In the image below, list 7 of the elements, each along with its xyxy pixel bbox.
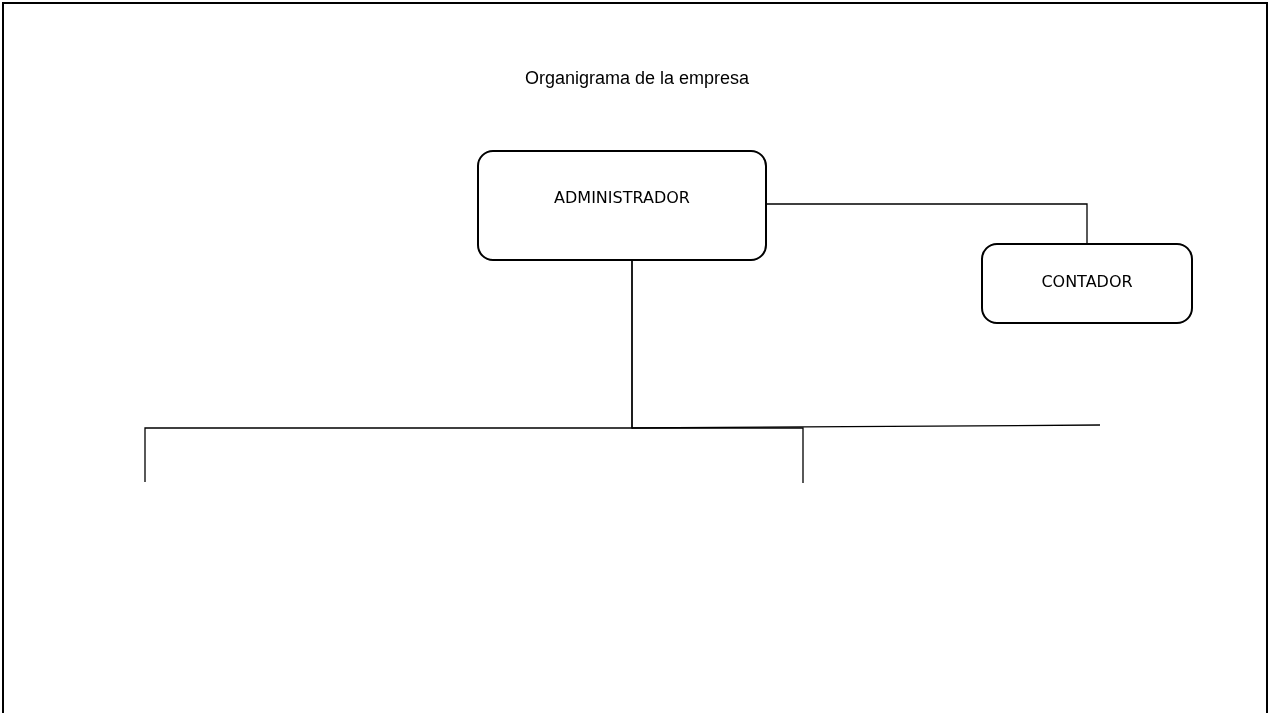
diagram-title: Organigrama de la empresa [523,68,751,89]
org-box [477,150,767,261]
org-box [981,243,1193,324]
org-label: ADMINISTRADOR [553,188,691,207]
connector-line [631,260,804,484]
org-label: CONTADOR [1040,272,1134,291]
connector-line [766,203,1088,244]
